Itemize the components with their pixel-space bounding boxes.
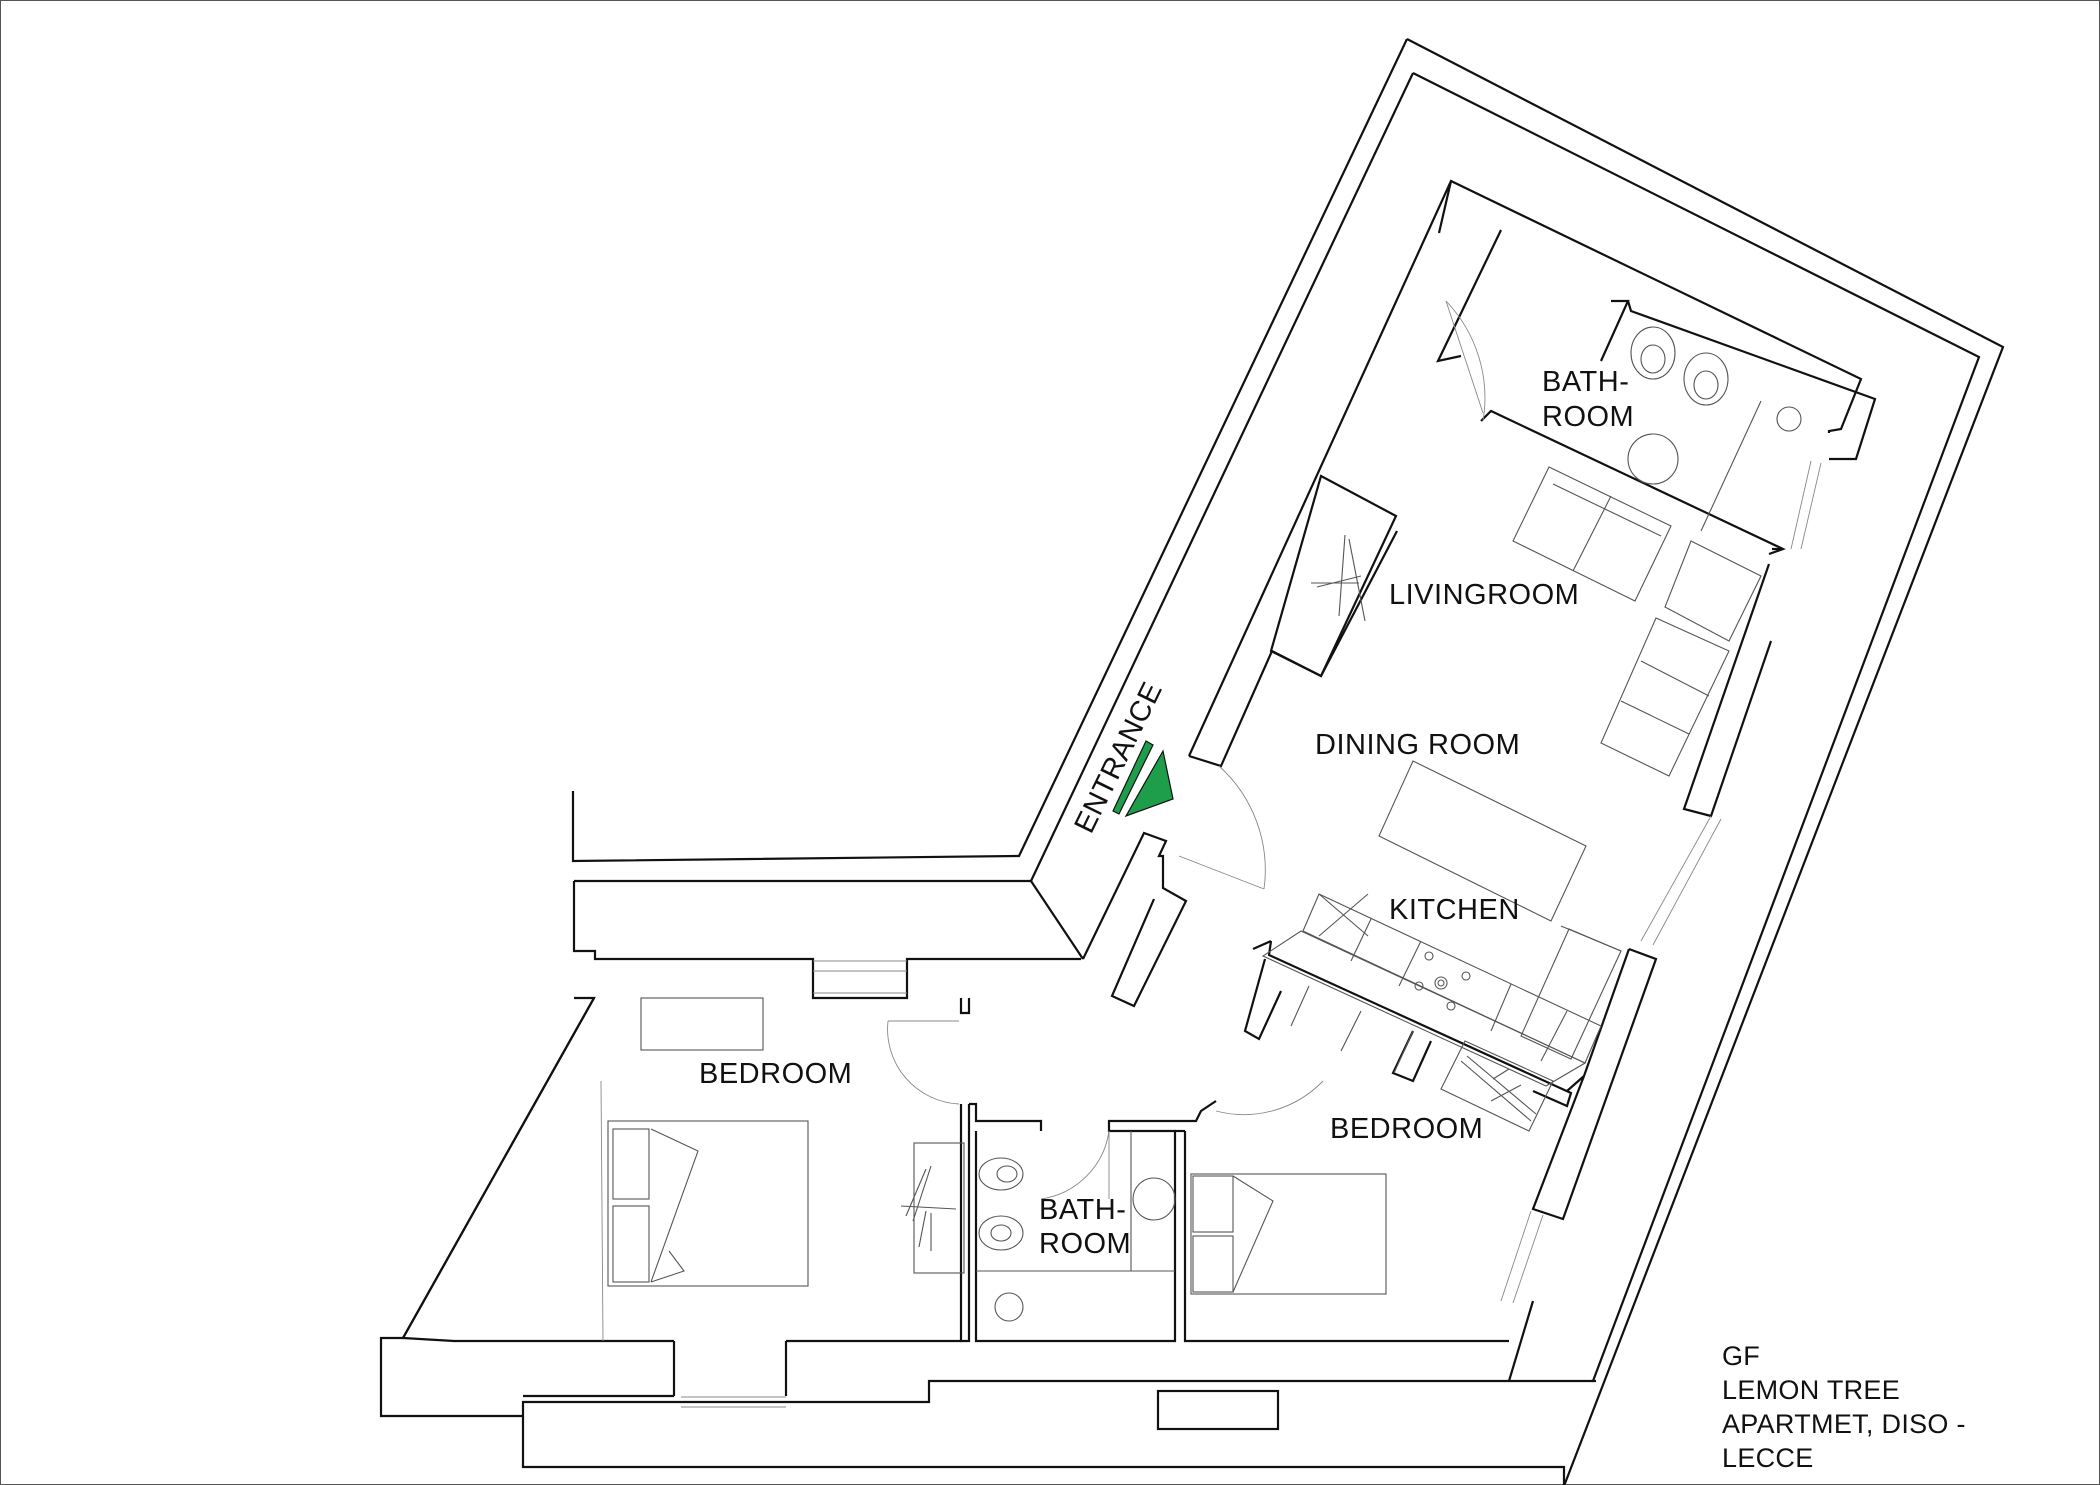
doors (887, 300, 1486, 1200)
label-dining-room: DINING ROOM (1315, 729, 1520, 761)
label-bathroom-top-line1: BATH- (1542, 366, 1629, 398)
room-labels: BATH- ROOM LIVINGROOM DINING ROOM KITCHE… (699, 366, 1634, 1260)
label-kitchen: KITCHEN (1389, 894, 1520, 926)
label-bathroom-top-line2: ROOM (1542, 401, 1634, 433)
label-bathroom-bottom-line1: BATH- (1039, 1194, 1126, 1226)
label-bedroom-right: BEDROOM (1330, 1113, 1483, 1145)
plan-caption: GF LEMON TREE APARTMET, DISO - LECCE (1722, 1339, 1966, 1475)
caption-floor: GF (1722, 1341, 1761, 1371)
label-bedroom-left: BEDROOM (699, 1058, 852, 1090)
caption-name: LEMON TREE (1722, 1375, 1901, 1405)
furniture (607, 326, 1802, 1322)
windows (600, 460, 1822, 1408)
outer-walls (379, 38, 2005, 1485)
label-livingroom: LIVINGROOM (1389, 579, 1579, 611)
green-triangle-entrance-icon (1112, 740, 1174, 818)
caption-location-line2: LECCE (1722, 1443, 1814, 1473)
label-bathroom-bottom-line2: ROOM (1039, 1228, 1131, 1260)
caption-location-line1: APARTMET, DISO - (1722, 1409, 1966, 1439)
